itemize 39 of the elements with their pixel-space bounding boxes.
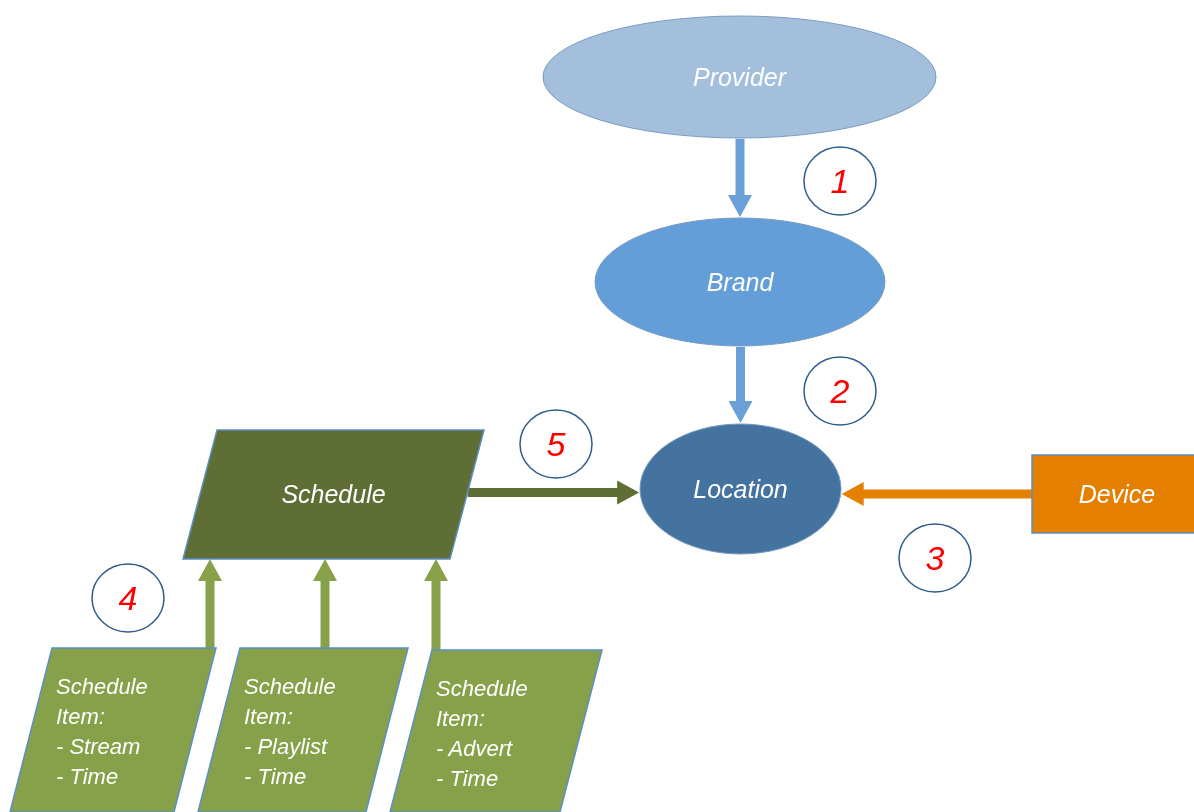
callout-number: 4: [118, 578, 138, 618]
node-label: Provider: [692, 62, 787, 92]
callout-number-circle: [803, 146, 877, 216]
node-label: Schedule Item:: [436, 675, 529, 733]
arrow: [313, 559, 337, 648]
schedule-item-parallelogram: [10, 648, 216, 812]
node-label: - Stream: [56, 733, 142, 761]
provider-ellipse: [542, 15, 937, 139]
node-label: Schedule Item:: [244, 673, 337, 731]
callout-number: 2: [830, 371, 850, 411]
node-label: Schedule Item:: [56, 673, 149, 731]
callout-number: 5: [546, 424, 566, 464]
arrow: [728, 139, 752, 217]
callout-number-circle: [803, 356, 877, 426]
node-label: - Playlist: [244, 733, 329, 761]
arrow: [424, 559, 448, 650]
callout-number-circle: [519, 409, 593, 479]
device-box: [1032, 455, 1194, 533]
arrow: [728, 347, 753, 423]
node-label: Location: [693, 474, 788, 504]
node-label: Device: [1078, 479, 1156, 509]
node-label: - Time: [436, 765, 500, 793]
node-label: - Time: [244, 763, 308, 791]
callout-number: 1: [830, 161, 850, 201]
node-label: - Advert: [436, 735, 514, 763]
schedule-parallelogram: [183, 430, 484, 559]
callout-number-circle: [91, 563, 165, 633]
arrow: [841, 482, 1032, 506]
arrow: [198, 559, 222, 648]
schedule-item-parallelogram: [390, 650, 602, 812]
node-label: Schedule: [281, 480, 386, 509]
brand-ellipse: [594, 217, 886, 347]
node-label: - Time: [56, 763, 120, 791]
callout-number: 3: [925, 538, 945, 578]
arrow: [467, 480, 640, 505]
node-label: Brand: [706, 267, 774, 297]
location-ellipse: [639, 423, 842, 555]
schedule-item-parallelogram: [198, 648, 408, 812]
callout-number-circle: [898, 523, 972, 593]
